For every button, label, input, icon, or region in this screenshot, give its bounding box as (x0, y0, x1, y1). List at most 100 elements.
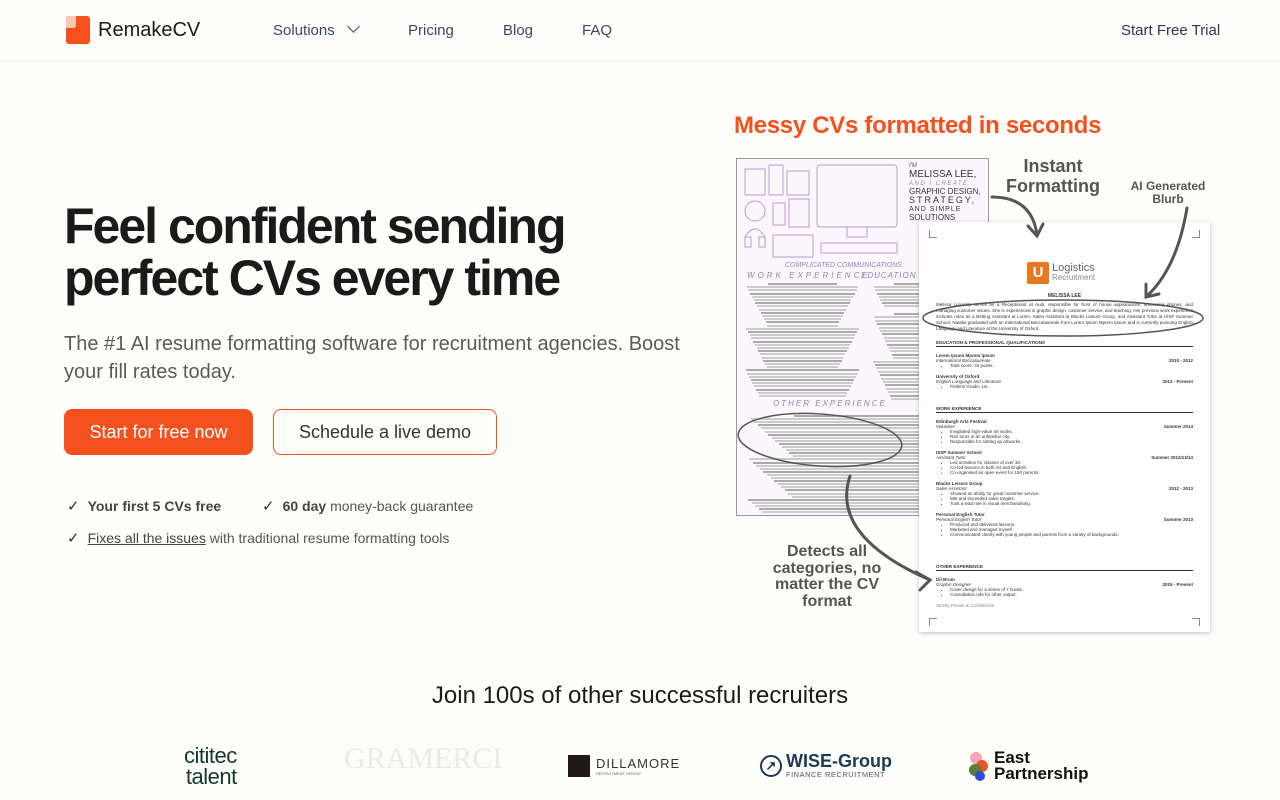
entry-bullet: Showed an ability for great customer ser… (950, 491, 1193, 496)
illustration-heading: Messy CVs formatted in seconds (734, 112, 1102, 139)
messy-intro: GRAPHIC DESIGN, (909, 187, 981, 196)
logo-gramerci: GRAMERCI (344, 742, 503, 775)
logo-text: WISE-Group (786, 751, 892, 771)
check-icon: ✓ (67, 530, 80, 547)
entry-title: ISSP Summer School (936, 450, 982, 455)
nav-faq[interactable]: FAQ (582, 22, 613, 39)
messy-text-line (765, 363, 840, 365)
messy-text-line (792, 455, 937, 458)
messy-text-line (753, 340, 852, 343)
logo-sub: Partnership (994, 764, 1089, 783)
messy-text-line (756, 347, 849, 349)
entry-date: 2010 - 2012 (1168, 358, 1193, 363)
check-icon: ✓ (262, 498, 275, 515)
entry-bullet: Produced and delivered lessons. (950, 522, 1193, 527)
messy-text-line (757, 391, 848, 394)
messy-text-line (766, 366, 839, 369)
entry-title: Lorem Ipsum Mprem Ipsum (936, 353, 995, 358)
entry-date: Summer 2012/13/14 (1151, 455, 1193, 460)
entry-date: Summer 2014 (1163, 424, 1193, 429)
messy-text-line (765, 321, 840, 324)
section-heading: OTHER EXPERIENCE (936, 564, 1193, 571)
entry-role: Volunteer (936, 424, 956, 429)
dillamore-icon (568, 755, 590, 777)
check-text: money-back guarantee (330, 498, 474, 514)
messy-text-line (760, 311, 845, 314)
messy-text-line (791, 495, 938, 498)
entry-role: Graphic Designer (936, 582, 972, 587)
messy-text-line (762, 315, 843, 317)
candidate-blurb: Melissa currently serves as a Receptioni… (936, 302, 1193, 331)
check-item: ✓ Fixes all the issues with traditional r… (67, 529, 449, 547)
messy-text-line (763, 359, 842, 362)
start-free-trial-link[interactable]: Start Free Trial (1121, 22, 1221, 39)
candidate-name: MELISSA LEE (1047, 293, 1082, 299)
logo-text: DILLAMORE (596, 756, 681, 771)
messy-text-line (752, 382, 853, 385)
entry-title: Edinburgh Arts Festival (936, 419, 987, 424)
entry-bullet: Total score: 40 points. (950, 363, 1193, 368)
entry-role: English Language and Literature (936, 379, 1002, 384)
education-section: EDUCATION & PROFESSIONAL QUALIFICATIONS … (936, 340, 1193, 395)
crop-mark (929, 230, 937, 238)
nav-blog[interactable]: Blog (503, 22, 534, 39)
messy-text-line (758, 350, 847, 353)
start-free-button[interactable]: Start for free now (64, 409, 253, 455)
messy-text-line (794, 415, 935, 417)
messy-text-line (751, 295, 854, 298)
messy-text-line (763, 470, 966, 473)
entry-bullet: Co-organised an open event for 150 paren… (950, 470, 1193, 475)
nav-solutions-label: Solutions (273, 22, 335, 39)
messy-text-line (753, 299, 852, 301)
entry-role: Personal English Tutor (936, 517, 982, 522)
messy-text-line (759, 467, 970, 470)
messy-tagline: COMPLICATED COMMUNICATIONS (785, 262, 902, 269)
nav-solutions[interactable]: Solutions (273, 20, 360, 39)
messy-text-line (755, 388, 850, 391)
crop-mark (1192, 230, 1200, 238)
messy-intro: STRATEGY, (909, 195, 976, 205)
detects-label: Detects all categories, no matter the CV… (772, 543, 882, 610)
entry-bullet: Cover design for a series of 7 books. (950, 587, 1193, 592)
desk-items-illustration: I'M MELISSA LEE, AND I CREATE GRAPHIC DE… (744, 163, 981, 269)
messy-text-line (757, 305, 848, 308)
messy-text-line (788, 492, 941, 495)
entry-date: 2015 - Present (1162, 582, 1193, 587)
entry-date: Summer 2013 (1163, 517, 1193, 522)
logo-text: East (994, 748, 1030, 767)
entry-bullet: Invigilated high-value art works. (950, 429, 1193, 434)
entry-bullet: Communicated clearly with young people a… (950, 532, 1193, 537)
check-text: with traditional resume formatting tools (209, 530, 450, 546)
fixes-issues-link[interactable]: Fixes all the issues (87, 530, 206, 546)
messy-text-line (768, 283, 837, 285)
arrow-up-right-icon: ↗ (760, 754, 782, 777)
entry-role: Sales Assistant (936, 486, 967, 491)
messy-intro: SOLUTIONS (909, 213, 955, 222)
messy-intro: AND I CREATE (908, 181, 969, 187)
brand-name: RemakeCV (98, 18, 201, 41)
messy-text-line (761, 356, 844, 359)
messy-text-line (750, 379, 855, 381)
messy-text-line (767, 324, 838, 327)
brand-logo[interactable]: RemakeCV (66, 16, 200, 44)
schedule-demo-button[interactable]: Schedule a live demo (273, 409, 497, 455)
nav-pricing[interactable]: Pricing (408, 22, 454, 39)
messy-text-line (759, 353, 846, 356)
check-item: ✓60 day money-back guarantee (262, 497, 473, 515)
messy-text-line (789, 452, 940, 455)
messy-text-line (749, 334, 856, 337)
messy-text-line (751, 337, 854, 340)
